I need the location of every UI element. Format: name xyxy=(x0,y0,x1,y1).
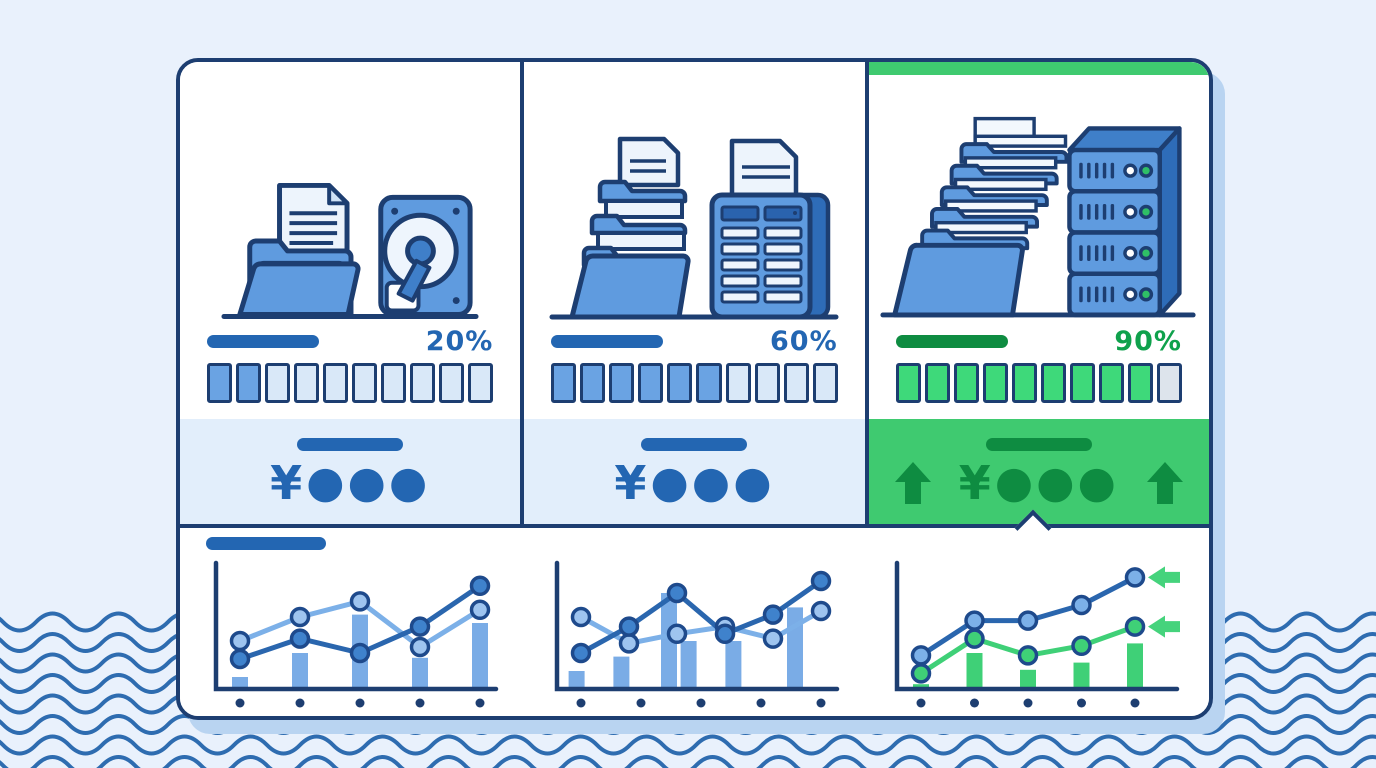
charts-title-pill xyxy=(206,537,326,550)
server-cabinet-icon xyxy=(709,138,831,320)
meter-segment xyxy=(725,363,751,403)
folder-pile-icon xyxy=(892,116,1069,318)
meter-segment xyxy=(551,363,577,403)
rack-units xyxy=(1067,147,1162,318)
document-folder-and-hard-drive xyxy=(221,182,479,319)
trend-arrow-icon xyxy=(1148,615,1180,638)
meter-segment xyxy=(1156,363,1182,403)
plan-small-illustration xyxy=(180,62,520,321)
meter-segment xyxy=(1040,363,1066,403)
meter-label-pill xyxy=(551,334,664,348)
meter-segment xyxy=(982,363,1008,403)
meter-segment xyxy=(783,363,809,403)
meter-segment xyxy=(294,363,320,403)
meter-segment xyxy=(609,363,635,403)
plan-medium-illustration xyxy=(524,62,864,321)
meter-segment xyxy=(352,363,378,403)
usage-meter-medium: 60% xyxy=(524,321,864,419)
segment-bar xyxy=(895,363,1182,403)
plan-column-large[interactable]: 90% ¥ ●●● xyxy=(864,62,1209,524)
meter-segment xyxy=(812,363,838,403)
currency-symbol: ¥ xyxy=(958,455,991,510)
meter-segment xyxy=(1127,363,1153,403)
document-folder-icon xyxy=(237,182,361,317)
plan-large-illustration xyxy=(869,62,1209,321)
meter-segment xyxy=(468,363,494,403)
meter-segment xyxy=(1098,363,1124,403)
segment-bar xyxy=(551,363,838,403)
meter-segment xyxy=(667,363,693,403)
price-value: ¥ ●●● xyxy=(270,460,430,506)
percent-label: 20% xyxy=(425,325,494,357)
meter-segment xyxy=(323,363,349,403)
meter-segment xyxy=(638,363,664,403)
mini-chart-large-plan xyxy=(894,560,1180,708)
meter-segment xyxy=(265,363,291,403)
folder-stack-and-server xyxy=(549,136,839,320)
highlight-top-strip xyxy=(868,62,1209,75)
meter-label-pill xyxy=(895,334,1008,348)
meter-segment xyxy=(953,363,979,403)
hard-drive-icon xyxy=(378,194,473,317)
meter-segment xyxy=(1011,363,1037,403)
meter-label-pill xyxy=(207,334,319,348)
meter-segment xyxy=(236,363,262,403)
folder-stack-icon xyxy=(569,136,692,320)
mini-chart-small-plan xyxy=(213,560,499,708)
usage-meter-large: 90% xyxy=(869,321,1209,419)
meter-segment xyxy=(924,363,950,403)
charts-panel xyxy=(180,509,1209,716)
trend-arrow-icon xyxy=(1148,566,1180,589)
meter-segment xyxy=(580,363,606,403)
segment-bar xyxy=(207,363,494,403)
plan-large-price-footer: ¥ ●●● xyxy=(868,419,1209,524)
plans-row: 20% ¥ ●●● xyxy=(180,62,1209,524)
price-label-pill xyxy=(641,437,748,451)
currency-symbol: ¥ xyxy=(270,455,303,510)
plan-small-price-footer: ¥ ●●● xyxy=(180,419,521,524)
currency-symbol: ¥ xyxy=(614,455,647,510)
meter-segment xyxy=(895,363,921,403)
price-label-pill xyxy=(985,437,1092,451)
price-dots: ●●● xyxy=(650,456,775,508)
meter-segment xyxy=(439,363,465,403)
price-dots: ●●● xyxy=(994,456,1119,508)
price-dots: ●●● xyxy=(306,456,431,508)
plan-column-small[interactable]: 20% ¥ ●●● xyxy=(180,62,521,524)
up-arrow-icon xyxy=(894,461,931,504)
up-arrow-icon xyxy=(1146,461,1183,504)
price-value: ¥ ●●● xyxy=(959,460,1119,506)
meter-segment xyxy=(696,363,722,403)
usage-meter-small: 20% xyxy=(180,321,520,419)
percent-label: 90% xyxy=(1114,325,1182,357)
plans-card: 20% ¥ ●●● xyxy=(176,58,1213,720)
meter-segment xyxy=(207,363,233,403)
percent-label: 60% xyxy=(770,325,838,357)
server-rack-icon xyxy=(1067,126,1182,318)
meter-segment xyxy=(381,363,407,403)
meter-segment xyxy=(410,363,436,403)
meter-segment xyxy=(1069,363,1095,403)
mini-chart-medium-plan xyxy=(554,560,839,708)
plan-column-medium[interactable]: 60% ¥ ●●● xyxy=(520,62,865,524)
folder-pile-and-server-rack xyxy=(880,116,1196,318)
meter-segment xyxy=(754,363,780,403)
price-label-pill xyxy=(297,437,404,451)
price-value: ¥ ●●● xyxy=(614,460,774,506)
plan-medium-price-footer: ¥ ●●● xyxy=(524,419,865,524)
